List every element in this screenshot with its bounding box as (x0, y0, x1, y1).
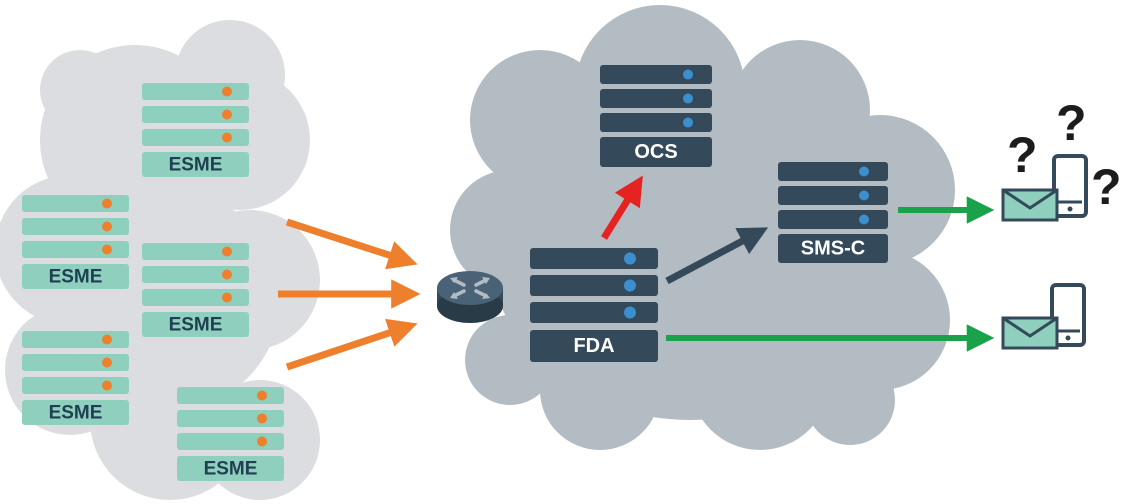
status-led-icon (683, 69, 693, 80)
server-label-plate (22, 264, 129, 289)
question-mark-icon: ? (1007, 127, 1038, 183)
status-led-icon (102, 221, 112, 232)
server-blade (142, 266, 249, 283)
fda-label: FDA (573, 335, 614, 357)
status-led-icon (222, 109, 232, 120)
arrow-esme-lower (285, 318, 418, 371)
server-blade (600, 89, 712, 108)
server-blade (530, 248, 658, 269)
server-blade (142, 83, 249, 100)
server-blade (22, 195, 129, 212)
question-mark-icon: ? (1091, 159, 1122, 215)
smsc-server: SMS-C (778, 162, 888, 263)
esme-server: ESME (142, 243, 249, 337)
status-led-icon (222, 292, 232, 303)
esme-server: ESME (142, 83, 249, 177)
ocs-server: OCS (600, 65, 712, 167)
server-blade (600, 65, 712, 84)
arrow-fda-to-smsc (665, 227, 769, 285)
status-led-icon (624, 279, 636, 292)
status-led-icon (859, 190, 869, 201)
esme-label: ESME (49, 267, 103, 288)
question-mark-icon: ? (1056, 95, 1087, 151)
status-led-icon (102, 357, 112, 368)
server-blade (142, 129, 249, 146)
server-label-plate (778, 234, 888, 263)
esme-server: ESME (22, 195, 129, 289)
phone-icon (1050, 283, 1086, 347)
server-label-plate (600, 137, 712, 167)
server-label-plate (142, 152, 249, 177)
status-led-icon (102, 198, 112, 209)
status-led-icon (624, 306, 636, 319)
fda-server: FDA (530, 248, 658, 362)
server-blade (142, 243, 249, 260)
status-led-icon (257, 390, 267, 401)
phone-icon (1052, 154, 1088, 218)
arrow-fda-to-ocs (601, 175, 643, 240)
status-led-icon (222, 86, 232, 97)
status-led-icon (624, 252, 636, 265)
ocs-label: OCS (634, 141, 677, 163)
server-blade (530, 275, 658, 296)
lower-recipient (1001, 283, 1086, 350)
status-led-icon (102, 380, 112, 391)
status-led-icon (683, 93, 693, 104)
esme-server: ESME (177, 387, 284, 481)
server-blade (22, 377, 129, 394)
status-led-icon (859, 214, 869, 225)
status-led-icon (859, 166, 869, 177)
server-blade (22, 241, 129, 258)
server-blade (177, 433, 284, 450)
envelope-icon (1001, 188, 1059, 222)
arrow-esme-upper (285, 218, 418, 270)
upper-recipient: ? ? ? (1001, 95, 1122, 222)
server-label-plate (530, 330, 658, 362)
status-led-icon (257, 436, 267, 447)
status-led-icon (222, 132, 232, 143)
server-blade (177, 387, 284, 404)
status-led-icon (102, 334, 112, 345)
esme-label: ESME (49, 403, 103, 424)
server-blade (778, 186, 888, 205)
status-led-icon (683, 117, 693, 128)
server-blade (22, 354, 129, 371)
status-led-icon (102, 244, 112, 255)
esme-label: ESME (169, 155, 223, 176)
esme-label: ESME (169, 315, 223, 336)
server-blade (530, 302, 658, 323)
server-blade (22, 331, 129, 348)
status-led-icon (222, 246, 232, 257)
server-label-plate (22, 400, 129, 425)
server-label-plate (177, 456, 284, 481)
server-blade (778, 210, 888, 229)
server-blade (142, 289, 249, 306)
status-led-icon (257, 413, 267, 424)
esme-to-router-arrows (278, 218, 421, 371)
esme-label: ESME (204, 459, 258, 480)
esme-server: ESME (22, 331, 129, 425)
server-blade (778, 162, 888, 181)
router-icon (437, 271, 503, 323)
server-label-plate (142, 312, 249, 337)
server-blade (177, 410, 284, 427)
server-blade (22, 218, 129, 235)
envelope-icon (1001, 316, 1059, 350)
server-blade (142, 106, 249, 123)
server-blade (600, 113, 712, 132)
smsc-label: SMS-C (801, 238, 865, 260)
status-led-icon (222, 269, 232, 280)
